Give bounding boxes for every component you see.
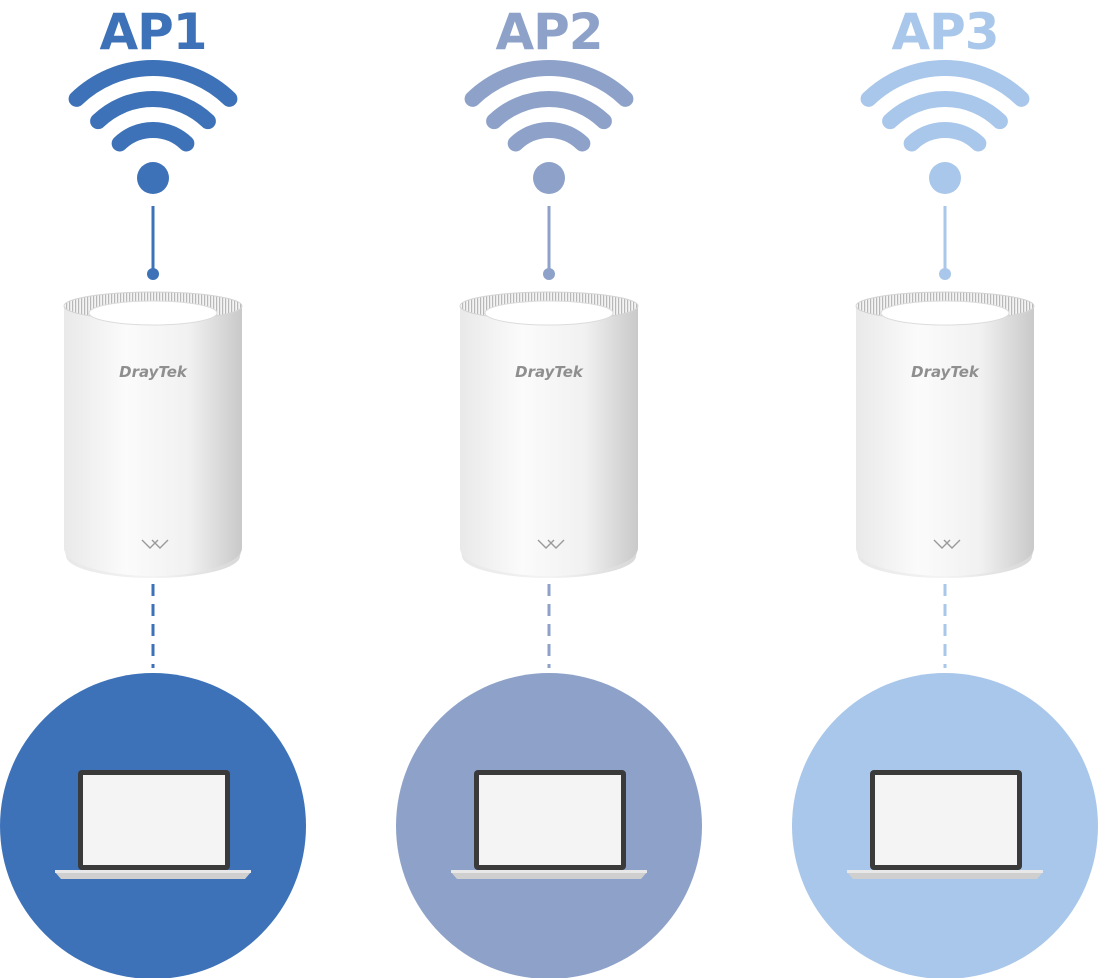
- laptop-screen: [875, 775, 1017, 865]
- ap-title: AP2: [495, 3, 602, 61]
- wifi-icon: [68, 60, 238, 194]
- connector-dot: [939, 268, 951, 280]
- ap-column-2: AP2 DrayTek: [396, 3, 702, 978]
- access-point-device: DrayTek: [63, 291, 243, 578]
- ap-title: AP3: [891, 3, 998, 61]
- connector-dot: [543, 268, 555, 280]
- ap-column-3: AP3 DrayTek: [792, 3, 1098, 978]
- wifi-arc: [882, 91, 1008, 130]
- device-body: [460, 306, 638, 576]
- ap-title: AP1: [99, 3, 206, 61]
- laptop-base: [55, 872, 251, 879]
- device-top-cap: [881, 301, 1009, 325]
- device-top-cap-edge: [880, 300, 1010, 326]
- laptop-icon: [847, 770, 1043, 879]
- wifi-arc: [486, 91, 612, 130]
- device-body: [64, 306, 242, 576]
- wifi-arc: [860, 60, 1030, 107]
- device-top-cap-edge: [484, 300, 614, 326]
- laptop-hinge: [847, 870, 1043, 873]
- device-brand-label: DrayTek: [119, 363, 188, 381]
- laptop-screen: [479, 775, 621, 865]
- wifi-dot: [137, 162, 169, 194]
- device-top-cap: [89, 301, 217, 325]
- device-led-chevron: [943, 539, 961, 549]
- laptop-base: [847, 872, 1043, 879]
- wifi-icon: [464, 60, 634, 194]
- ap-column-1: AP1 DrayTek: [0, 3, 306, 978]
- device-brand-label: DrayTek: [911, 363, 980, 381]
- wifi-dot: [533, 162, 565, 194]
- laptop-hinge: [55, 870, 251, 873]
- access-point-device: DrayTek: [459, 291, 639, 578]
- laptop-base: [451, 872, 647, 879]
- signal-connector: [147, 206, 159, 280]
- laptop-icon: [451, 770, 647, 879]
- signal-connector: [543, 206, 555, 280]
- device-led-chevron: [151, 539, 169, 549]
- wifi-arc: [68, 60, 238, 107]
- wifi-icon: [860, 60, 1030, 194]
- device-top-cap-edge: [88, 300, 218, 326]
- wifi-arc: [90, 91, 216, 130]
- device-body: [856, 306, 1034, 576]
- laptop-icon: [55, 770, 251, 879]
- signal-connector: [939, 206, 951, 280]
- access-point-device: DrayTek: [855, 291, 1035, 578]
- wifi-arc: [507, 122, 591, 152]
- wifi-arc: [464, 60, 634, 107]
- device-top-cap: [485, 301, 613, 325]
- device-brand-label: DrayTek: [515, 363, 584, 381]
- wifi-arc: [903, 122, 987, 152]
- device-led-chevron: [547, 539, 565, 549]
- laptop-hinge: [451, 870, 647, 873]
- laptop-screen: [83, 775, 225, 865]
- connector-dot: [147, 268, 159, 280]
- wifi-dot: [929, 162, 961, 194]
- wifi-arc: [111, 122, 195, 152]
